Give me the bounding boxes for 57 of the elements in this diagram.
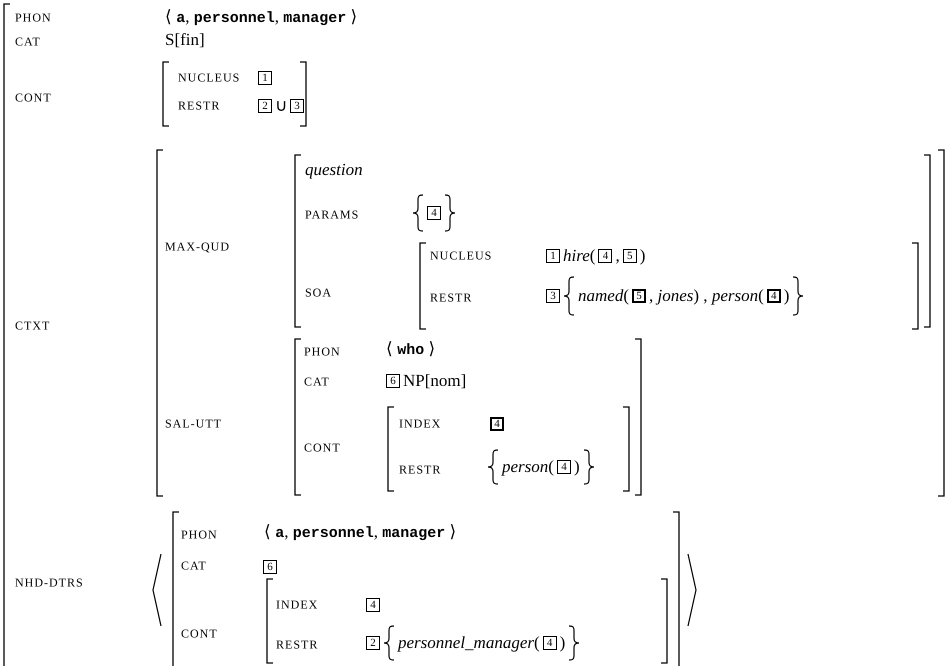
feature-label: CAT [304,374,330,390]
feature-value: ) [640,246,646,266]
structure-tag: 4 [542,636,557,650]
feature-label: MAX-QUD [165,240,230,254]
feature-label: NUCLEUS [178,70,240,86]
feature-label: PHON [15,10,52,26]
feature-label: CAT [15,34,41,50]
structure-tag: 4 [427,206,441,220]
feature-label: PHON [181,528,218,542]
feature-value: ) [784,286,790,306]
feature-label: CAT [181,558,207,574]
feature-label: PHON [304,344,341,360]
feature-value: person( [502,457,554,477]
feature-value: S[fin] [165,30,205,50]
feature-value: , [615,246,620,266]
structure-tag: 1 [258,71,272,85]
feature-label: NHD-DTRS [15,576,84,590]
feature-value: ) [574,457,580,477]
feature-value: ∪ [275,96,287,116]
feature-label: PARAMS [305,208,360,222]
feature-value: NP[nom] [403,371,466,391]
structure-tag: 4 [490,417,504,431]
type-name: question [305,160,363,180]
feature-label: NUCLEUS [430,248,492,264]
feature-label: CONT [304,440,341,456]
feature-label: CONT [181,626,218,642]
feature-value: ⟨ a, personnel, manager ⟩ [165,7,358,29]
structure-tag: 5 [632,289,646,303]
structure-tag: 3 [546,289,560,303]
structure-tag: 4 [598,249,612,263]
feature-label: SAL-UTT [165,416,222,432]
feature-value: , jones) , person( [649,286,764,306]
feature-value: ⟨ who ⟩ [386,339,436,361]
structure-tag: 6 [263,560,277,574]
feature-value: hire( [563,246,596,266]
feature-label: RESTR [178,98,220,114]
feature-label: SOA [305,286,332,300]
structure-tag: 2 [366,636,380,650]
feature-value: ) [560,633,566,653]
feature-value: named( [578,286,629,306]
feature-label: INDEX [276,598,318,612]
feature-label: RESTR [430,290,472,306]
feature-label: INDEX [399,416,442,432]
feature-label: CTXT [15,318,50,334]
structure-tag: 4 [556,460,571,474]
feature-value: personnel_manager( [398,633,540,653]
feature-label: RESTR [276,638,318,652]
structure-tag: 3 [290,99,304,113]
structure-tag: 6 [386,374,400,388]
structure-tag: 5 [622,249,637,263]
structure-tag: 1 [546,249,560,263]
feature-label: CONT [15,90,52,106]
structure-tag: 4 [366,598,380,612]
structure-tag: 4 [766,289,781,303]
feature-label: RESTR [399,462,442,478]
feature-value: ⟨ a, personnel, manager ⟩ [264,522,457,544]
structure-tag: 2 [258,99,272,113]
